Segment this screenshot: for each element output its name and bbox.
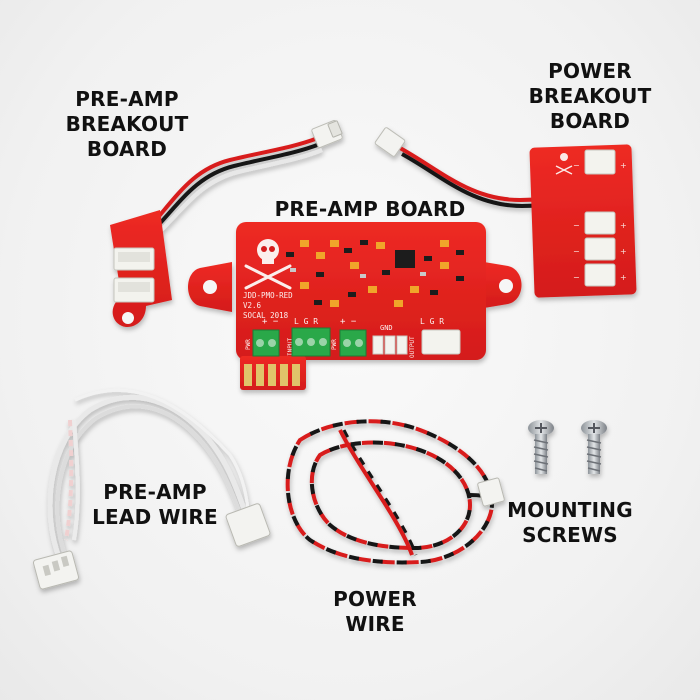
label-power-breakout-board: POWER BREAKOUT BOARD bbox=[515, 59, 665, 134]
preamp-lead-wire bbox=[32, 388, 271, 590]
preamp-board: JDD-PMO-RED V2.6 SOCAL 2018 + − L G R + … bbox=[188, 222, 522, 390]
board-name-text: JDD-PMO-RED bbox=[243, 291, 293, 300]
label-preamp-breakout-board: PRE-AMP BREAKOUT BOARD bbox=[52, 87, 202, 162]
label-line: BREAKOUT bbox=[65, 112, 189, 136]
label-line: POWER bbox=[548, 59, 632, 83]
label-line: PRE-AMP bbox=[103, 480, 207, 504]
pwr-right-text: PWR bbox=[331, 339, 338, 350]
input-text: INPUT bbox=[287, 338, 294, 356]
jst-plug bbox=[374, 127, 406, 157]
skull-logo bbox=[244, 239, 292, 290]
gnd-text: GND bbox=[380, 324, 393, 332]
label-line: BOARD bbox=[549, 109, 631, 133]
power-breakout-board: + + + + − − − − bbox=[374, 127, 637, 298]
label-line: WIRE bbox=[345, 612, 405, 636]
label-line: PRE-AMP bbox=[75, 87, 179, 111]
lgr-input-text: L G R bbox=[294, 317, 318, 326]
plus-minus-2: + − bbox=[340, 317, 357, 327]
svg-text:+: + bbox=[620, 161, 627, 170]
output-text: OUTPUT bbox=[409, 336, 416, 358]
board-version-text: V2.6 bbox=[243, 301, 262, 310]
lgr-output-text: L G R bbox=[420, 317, 444, 326]
board-location-text: SOCAL 2018 bbox=[243, 311, 289, 320]
jst-plug bbox=[311, 119, 343, 149]
label-line: PRE-AMP BOARD bbox=[274, 197, 466, 221]
screw-terminals bbox=[252, 327, 367, 357]
label-line: LEAD WIRE bbox=[92, 505, 218, 529]
label-line: SCREWS bbox=[522, 523, 618, 547]
svg-text:−: − bbox=[573, 273, 580, 282]
svg-text:+: + bbox=[620, 247, 627, 256]
label-line: POWER bbox=[333, 587, 417, 611]
label-power-wire: POWER WIRE bbox=[300, 587, 450, 637]
svg-text:−: − bbox=[573, 221, 580, 230]
label-line: BREAKOUT bbox=[528, 84, 652, 108]
svg-text:+: + bbox=[620, 221, 627, 230]
jst-plug bbox=[225, 503, 271, 547]
screw bbox=[581, 420, 607, 474]
power-wire bbox=[285, 419, 505, 565]
jst-plug bbox=[477, 477, 505, 507]
mounting-screws bbox=[528, 420, 607, 474]
label-preamp-board: PRE-AMP BOARD bbox=[255, 197, 485, 222]
svg-text:−: − bbox=[573, 247, 580, 256]
label-preamp-lead-wire: PRE-AMP LEAD WIRE bbox=[70, 480, 240, 530]
svg-text:−: − bbox=[573, 161, 580, 170]
preamp-breakout-board bbox=[110, 119, 343, 328]
pwr-left-text: PWR bbox=[245, 339, 252, 350]
jst-plug bbox=[32, 550, 80, 590]
svg-text:+: + bbox=[620, 273, 627, 282]
plus-minus-1: + − bbox=[262, 317, 279, 327]
skull-logo bbox=[555, 153, 573, 175]
label-line: MOUNTING bbox=[507, 498, 633, 522]
label-line: BOARD bbox=[86, 137, 168, 161]
smd-components bbox=[286, 240, 464, 307]
label-mounting-screws: MOUNTING SCREWS bbox=[495, 498, 645, 548]
screw bbox=[528, 420, 554, 474]
